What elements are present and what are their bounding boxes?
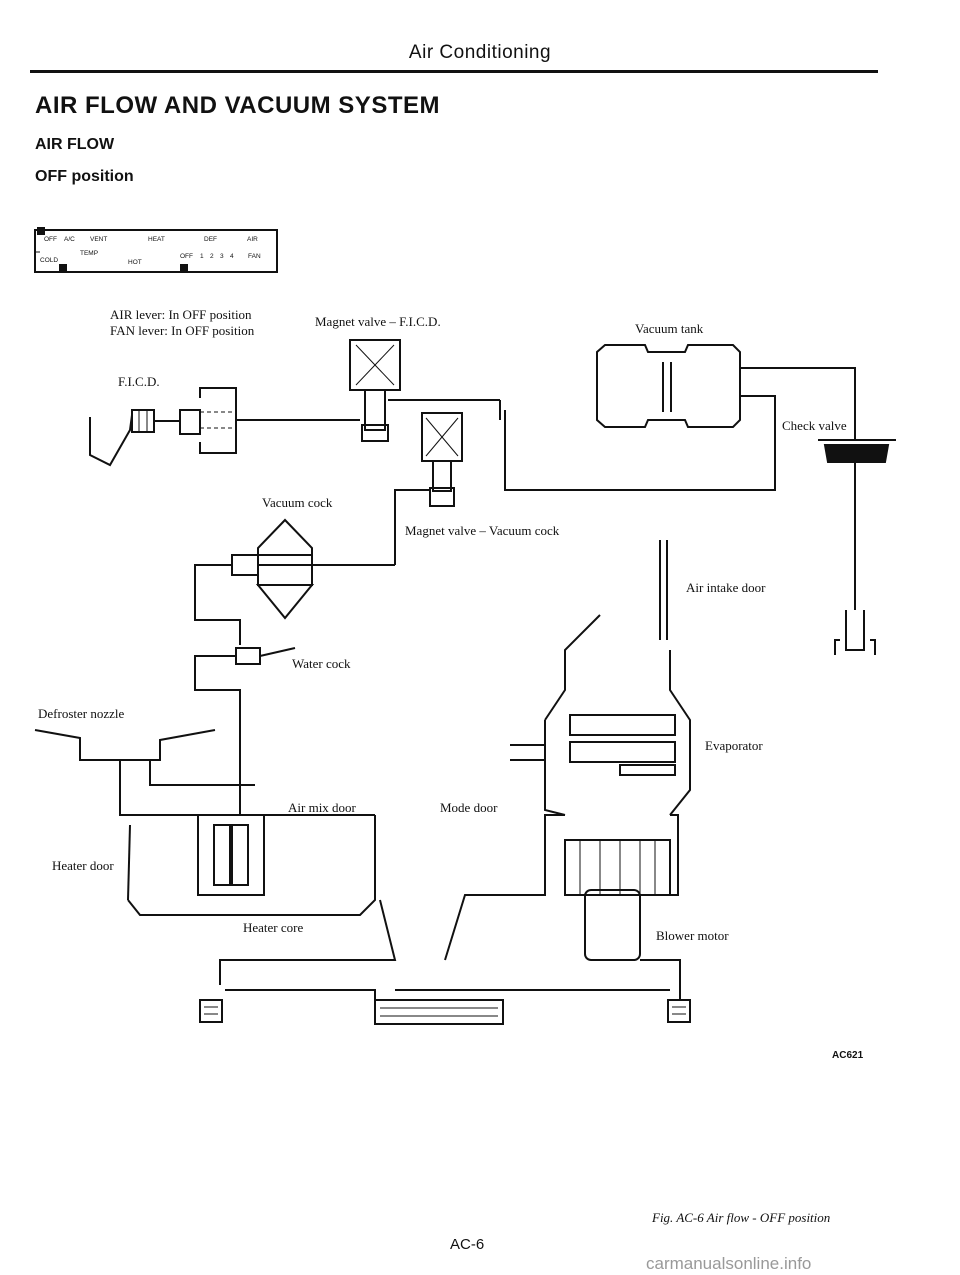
- heater-core: [197, 814, 265, 896]
- control-panel-labels: OFF A/C VENT HEAT DEF AIR TEMP COLD HOT …: [40, 236, 261, 266]
- panel-label-3: 3: [220, 253, 224, 260]
- panel-label-2: 2: [210, 253, 214, 260]
- panel-label-4: 4: [230, 253, 234, 260]
- label-defroster: Defroster nozzle: [38, 706, 124, 721]
- floor-ducts: [199, 899, 691, 1025]
- page-number: AC-6: [450, 1236, 485, 1253]
- panel-label-fan: FAN: [248, 253, 261, 260]
- label-air-mix: Air mix door: [288, 800, 357, 815]
- label-ficd: F.I.C.D.: [118, 374, 160, 389]
- label-air-intake: Air intake door: [686, 580, 766, 595]
- air-lever-text: AIR lever: In OFF position: [110, 307, 252, 322]
- panel-label-off: OFF: [44, 236, 57, 243]
- panel-label-fan-off: OFF: [180, 253, 193, 260]
- panel-label-ac: A/C: [64, 236, 75, 243]
- panel-label-hot: HOT: [128, 259, 142, 266]
- panel-label-cold: COLD: [40, 257, 58, 264]
- label-water-cock: Water cock: [292, 656, 351, 671]
- magnet-valve-vacuum-cock: [394, 412, 463, 565]
- section-subtitle: AIR FLOW: [35, 136, 115, 153]
- label-blower: Blower motor: [656, 928, 729, 943]
- panel-label-vent: VENT: [90, 236, 107, 243]
- label-vacuum-cock: Vacuum cock: [262, 495, 333, 510]
- label-vacuum-tank: Vacuum tank: [635, 321, 704, 336]
- panel-label-1: 1: [200, 253, 204, 260]
- vacuum-tank: [504, 344, 856, 491]
- fan-lever-text: FAN lever: In OFF position: [110, 323, 255, 338]
- section-title: AIR FLOW AND VACUUM SYSTEM: [35, 92, 440, 119]
- watermark: carmanualsonline.info: [646, 1254, 812, 1273]
- diagram-labels: Magnet valve – F.I.C.D. Vacuum tank F.I.…: [38, 314, 847, 943]
- vacuum-cock: [194, 518, 395, 645]
- position-heading: OFF position: [35, 168, 134, 185]
- label-check-valve: Check valve: [782, 418, 847, 433]
- label-mode-door: Mode door: [440, 800, 498, 815]
- ficd-unit: [89, 387, 360, 467]
- heater-door: [127, 815, 376, 916]
- water-cock: [194, 647, 296, 815]
- figure-code: AC621: [832, 1050, 864, 1061]
- label-magnet-vacuum: Magnet valve – Vacuum cock: [405, 523, 560, 538]
- blower-unit: [444, 814, 679, 961]
- magnet-valve-ficd: [349, 339, 501, 442]
- label-heater-core: Heater core: [243, 920, 303, 935]
- panel-label-heat: HEAT: [148, 236, 165, 243]
- control-panel: [34, 227, 278, 273]
- panel-label-temp: TEMP: [80, 250, 98, 257]
- defroster-nozzle: [34, 729, 375, 816]
- label-magnet-fic: Magnet valve – F.I.C.D.: [315, 314, 441, 329]
- label-evaporator: Evaporator: [705, 738, 763, 753]
- check-valve: [818, 439, 896, 655]
- panel-label-air: AIR: [247, 236, 258, 243]
- label-heater-door: Heater door: [52, 858, 114, 873]
- figure-caption: Fig. AC-6 Air flow - OFF position: [652, 1210, 831, 1225]
- page-header-title: Air Conditioning: [408, 42, 552, 63]
- panel-label-def: DEF: [204, 236, 217, 243]
- evaporator-unit: [510, 540, 691, 816]
- header-rule: [30, 70, 878, 73]
